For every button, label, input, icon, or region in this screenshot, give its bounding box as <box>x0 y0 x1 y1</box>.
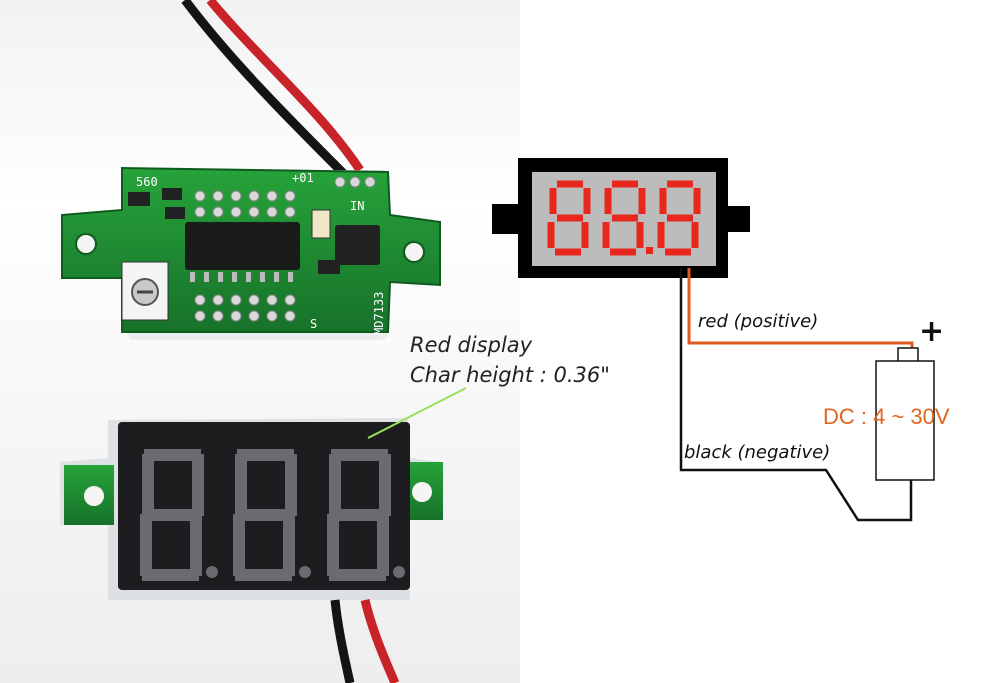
pcb-marking-in: IN <box>350 199 364 213</box>
dc-supply-symbol <box>875 347 935 481</box>
top-wires <box>181 0 364 179</box>
positive-wire-label: red (positive) <box>698 311 819 332</box>
caption-line-1: Red display <box>410 333 533 357</box>
pcb-marking-560: 560 <box>136 175 158 189</box>
meter-diagram <box>492 158 750 278</box>
pcb-marking-sense: S <box>310 317 317 331</box>
positive-terminal-sign: + <box>919 314 945 349</box>
unlit-digits <box>140 449 391 581</box>
caption-line-2: Char height : 0.36" <box>410 363 610 387</box>
negative-wire-label: black (negative) <box>684 442 831 463</box>
display-module-front <box>60 418 443 683</box>
pcb-marking-model: MD7133 <box>372 292 386 335</box>
supply-voltage-label: DC : 4 ~ 30V <box>823 404 950 429</box>
caption-pointer-line <box>367 387 467 439</box>
positive-wire <box>687 268 914 352</box>
negative-wire <box>679 268 913 522</box>
pcb-marking-top-right: +01 <box>292 171 314 185</box>
pcb-module-back: 560 +01 IN S MD7133 <box>61 166 441 340</box>
display-caption: Red display Char height : 0.36" <box>410 330 610 390</box>
lit-digits <box>547 180 701 256</box>
